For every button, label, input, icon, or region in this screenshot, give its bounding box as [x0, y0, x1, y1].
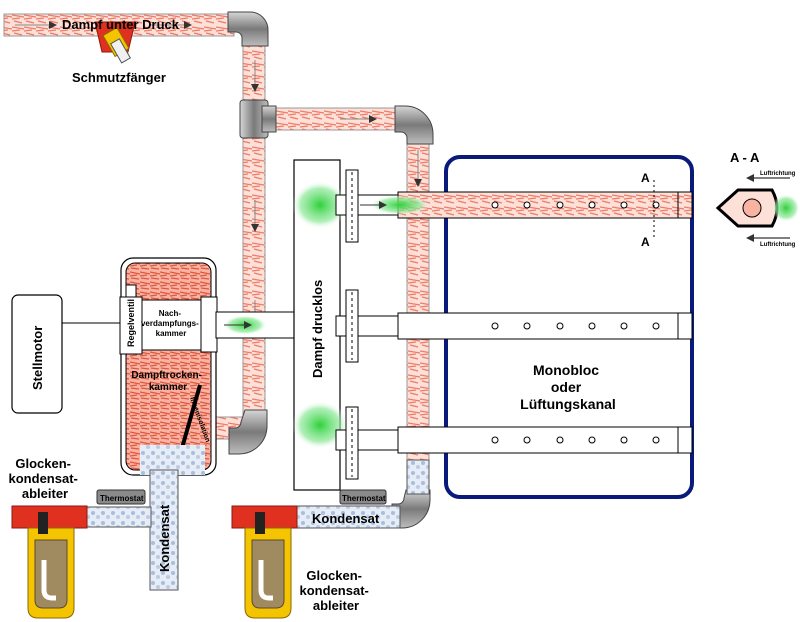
condensate-trap-left [11, 505, 88, 619]
lance-top [357, 191, 693, 219]
section-top-marker: A [641, 171, 650, 185]
steam-pressure-label: Dampf unter Druck [62, 17, 180, 32]
lance-bottom [357, 426, 693, 454]
condensate-horizontal-label: Kondensat [312, 511, 380, 526]
section-detail [715, 174, 800, 242]
pipe-elbow-right [394, 105, 434, 145]
pipe-elbow-top [227, 11, 269, 47]
section-title: A - A [730, 150, 760, 165]
pipe-elbow-bottom [228, 409, 268, 455]
dry-chamber-label: Dampftrocken- kammer [131, 370, 204, 393]
outlet-pipe [215, 311, 295, 339]
thermostat-right: Thermostat [339, 489, 387, 505]
condensate-horizontal-pipe: Kondensat [289, 459, 430, 529]
airflow-top-label: Luftrichtung [760, 171, 796, 177]
trap-left-label: Glocken- kondensat- ableiter [9, 456, 82, 501]
pipe-tee [239, 99, 277, 139]
post-chamber-label: Nach- verdampfungs- kammer [141, 309, 201, 338]
lance-middle [357, 312, 693, 340]
condensate-trap-right [231, 505, 298, 619]
condensate-vertical-label: Kondensat [157, 504, 172, 572]
dirt-trap-label: Schmutzfänger [72, 70, 166, 85]
actuator-label: Stellmotor [30, 326, 45, 390]
pipe-elbow-condensate [391, 489, 431, 529]
thermostat-left: Thermostat [96, 489, 146, 505]
steam-unpressurized-label: Dampf drucklos [310, 280, 325, 378]
control-valve-label: Regelventil [126, 299, 136, 347]
lance-flanges [335, 169, 359, 480]
thermostat-left-label: Thermostat [100, 494, 144, 503]
nozzle-holes [491, 201, 660, 444]
control-valve: Regelventil [119, 284, 143, 355]
section-bottom-marker: A [641, 235, 650, 249]
condensate-vertical-pipe: Kondensat [84, 469, 179, 591]
steam-header: Dampf drucklos [292, 159, 348, 491]
dirt-trap-valve [94, 21, 136, 64]
thermostat-right-label: Thermostat [342, 494, 386, 503]
airflow-bottom-label: Luftrichtung [760, 242, 796, 248]
monobloc-label: Monobloc oder Lüftungskanal [520, 362, 616, 412]
actuator-box: Stellmotor [11, 294, 128, 414]
trap-right-label: Glocken- kondensat- ableiter [300, 568, 373, 613]
